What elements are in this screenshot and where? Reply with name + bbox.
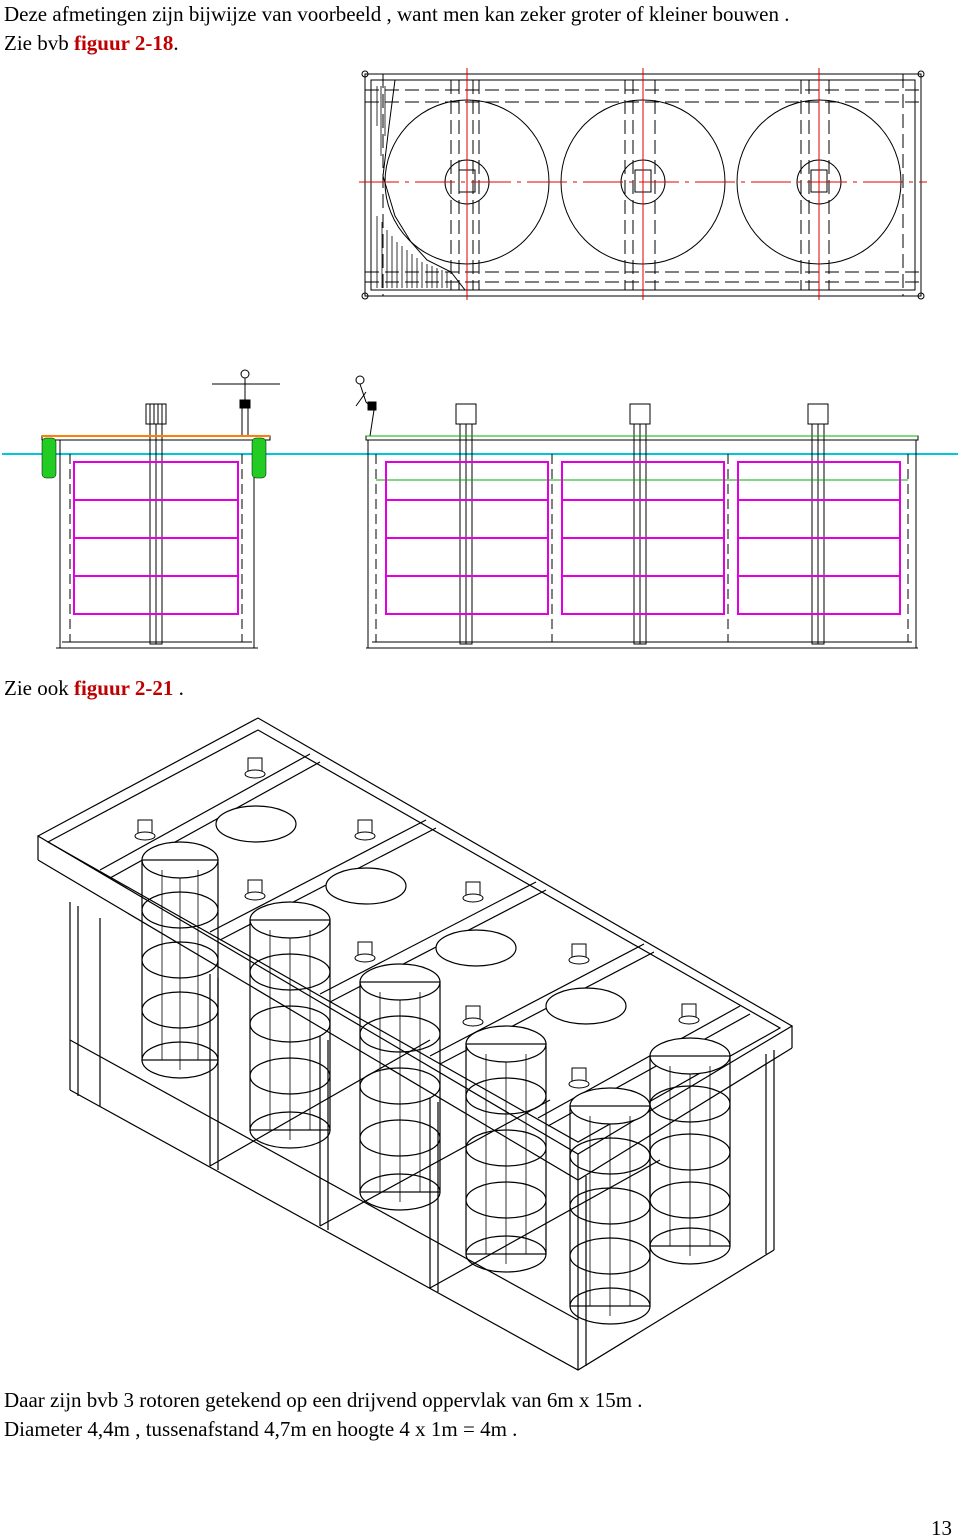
right-float: [251, 437, 267, 479]
see-also-prefix: Zie ook: [4, 676, 74, 700]
intro-text-line-1: Deze afmetingen zijn bijwijze van voorbe…: [4, 2, 790, 26]
caption-line-1: Daar zijn bvb 3 rotoren getekend op een …: [4, 1388, 643, 1412]
figure-reference-link-2-21[interactable]: figuur 2-21: [73, 676, 174, 700]
top-view-drawing: [359, 68, 927, 300]
left-float: [41, 437, 57, 479]
figure-reference-link-2-18[interactable]: figuur 2-18: [73, 31, 174, 55]
caption-line-2: Diameter 4,4m , tussenafstand 4,7m en ho…: [4, 1417, 518, 1441]
page-number: 13: [931, 1516, 952, 1540]
intro-prefix: Zie bvb: [4, 31, 74, 55]
see-also-line: Zie ook figuur 2-21 .: [4, 676, 184, 700]
see-also-suffix: .: [173, 676, 184, 700]
side-view-drawing: [2, 369, 958, 649]
isometric-drawing: [36, 717, 794, 1371]
intro-suffix: .: [173, 31, 179, 55]
intro-text-line-2: Zie bvb figuur 2-18.: [4, 31, 179, 55]
